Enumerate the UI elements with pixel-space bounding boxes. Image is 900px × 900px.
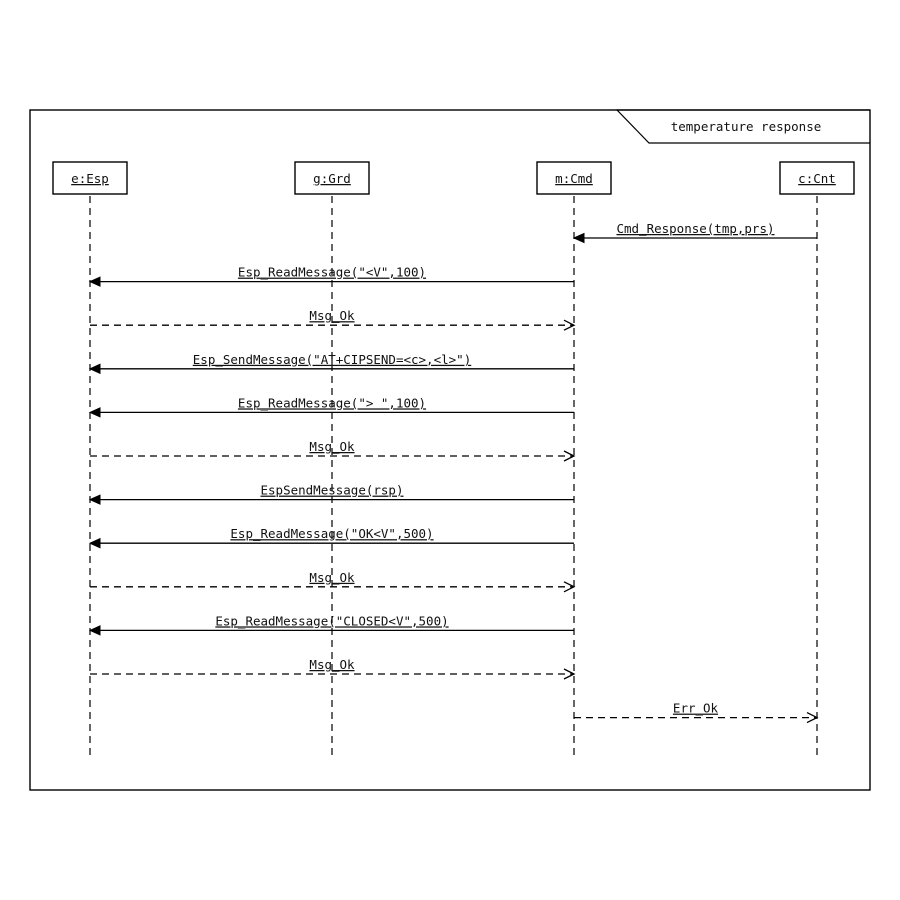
message-call[interactable]: Esp_SendMessage("AT+CIPSEND=<c>,<l>") <box>88 352 574 375</box>
message-reply[interactable]: Msg_Ok <box>90 657 576 680</box>
message-label: Msg_Ok <box>309 439 355 454</box>
message-call[interactable]: Esp_ReadMessage("<V",100) <box>88 265 574 287</box>
filled-arrowhead-icon <box>88 625 101 636</box>
message-label: Msg_Ok <box>309 657 355 672</box>
lifeline-head-box[interactable] <box>779 161 855 195</box>
lifeline-cmd: m:Cmd <box>536 161 612 756</box>
message-label: Msg_Ok <box>309 570 355 585</box>
lifeline-head-box[interactable] <box>52 161 128 195</box>
lifeline-label: g:Grd <box>313 171 351 186</box>
open-arrowhead-icon <box>563 581 576 593</box>
message-label: Cmd_Response(tmp,prs) <box>616 221 774 236</box>
lifeline-cnt: c:Cnt <box>779 161 855 756</box>
lifeline-grd: g:Grd <box>294 161 370 756</box>
filled-arrowhead-icon <box>572 232 585 244</box>
frame-title-tab <box>615 109 870 144</box>
messages: Cmd_Response(tmp,prs) Esp_ReadMessage("<V… <box>88 221 819 724</box>
message-reply[interactable]: Msg_Ok <box>90 308 576 331</box>
diagram-frame <box>29 109 871 791</box>
frame-title: temperature response <box>671 119 822 134</box>
message-call[interactable]: EspSendMessage(rsp) <box>88 483 574 505</box>
lifeline-head-box[interactable] <box>536 161 612 195</box>
message-call[interactable]: Cmd_Response(tmp,prs) <box>572 221 817 244</box>
lifelines: e:Esp g:Grd m:Cmd c:Cnt <box>52 161 855 756</box>
message-label: EspSendMessage(rsp) <box>261 483 404 498</box>
open-arrowhead-icon <box>563 319 576 331</box>
message-call[interactable]: Esp_ReadMessage("> ",100) <box>88 395 574 418</box>
message-label: Esp_ReadMessage("> ",100) <box>238 395 426 410</box>
lifeline-label: c:Cnt <box>798 171 836 186</box>
message-reply[interactable]: Msg_Ok <box>90 570 576 593</box>
message-label: Esp_ReadMessage("CLOSED<V",500) <box>215 613 448 628</box>
open-arrowhead-icon <box>563 450 576 462</box>
message-call[interactable]: Esp_ReadMessage("CLOSED<V",500) <box>88 613 574 636</box>
filled-arrowhead-icon <box>88 276 101 287</box>
filled-arrowhead-icon <box>88 363 101 375</box>
filled-arrowhead-icon <box>88 407 101 418</box>
message-reply[interactable]: Err_Ok <box>574 701 819 724</box>
lifeline-head-box[interactable] <box>294 161 370 195</box>
filled-arrowhead-icon <box>88 537 101 549</box>
message-call[interactable]: Esp_ReadMessage("OK<V",500) <box>88 526 574 549</box>
message-label: Msg_Ok <box>309 308 355 323</box>
open-arrowhead-icon <box>806 712 819 724</box>
open-arrowhead-icon <box>563 668 576 680</box>
message-reply[interactable]: Msg_Ok <box>90 439 576 462</box>
message-label: Esp_ReadMessage("OK<V",500) <box>230 526 433 541</box>
lifeline-label: e:Esp <box>71 171 109 186</box>
lifeline-esp: e:Esp <box>52 161 128 756</box>
message-label: Esp_SendMessage("AT+CIPSEND=<c>,<l>") <box>193 352 471 367</box>
message-label: Err_Ok <box>673 701 719 716</box>
lifeline-label: m:Cmd <box>555 171 593 186</box>
message-label: Esp_ReadMessage("<V",100) <box>238 265 426 280</box>
filled-arrowhead-icon <box>88 494 101 505</box>
